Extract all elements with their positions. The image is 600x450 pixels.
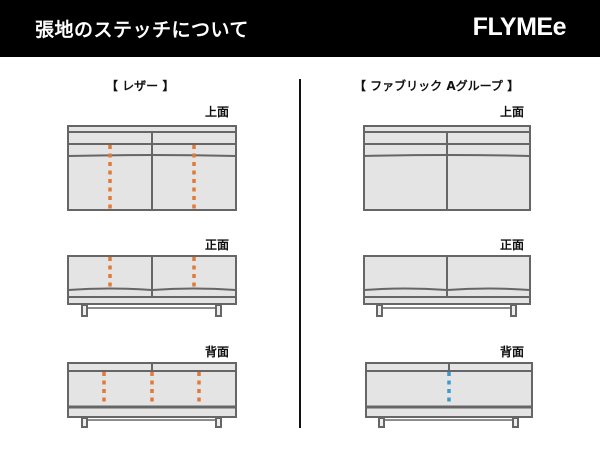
leather-back-label: 背面 [205, 345, 230, 359]
leather-front-label: 正面 [205, 238, 230, 252]
leather-top-label: 上面 [205, 105, 230, 119]
fabric-sofa-back-view [365, 362, 533, 428]
fabric-back-label: 背面 [500, 345, 525, 359]
leather-sofa-back-view [67, 362, 237, 428]
stitch-line [108, 257, 196, 289]
fabric-sofa-front-view [363, 255, 531, 317]
fabric-sofa-top-view [363, 125, 531, 211]
fabric-column-title: 【 ファブリック Aグループ 】 [354, 79, 520, 93]
brand-logo: FLYMEe [472, 13, 567, 41]
header-bar: 張地のステッチについて FLYMEe [0, 0, 600, 57]
page-title: 張地のステッチについて [35, 19, 249, 41]
leather-sofa-top-view [67, 125, 237, 211]
stitch-line [108, 145, 196, 209]
column-divider [299, 79, 301, 428]
leather-column-title: 【 レザー 】 [106, 79, 175, 93]
stitch-line [102, 372, 201, 406]
fabric-front-label: 正面 [500, 238, 525, 252]
leather-sofa-front-view [67, 255, 237, 317]
fabric-top-label: 上面 [500, 105, 525, 119]
